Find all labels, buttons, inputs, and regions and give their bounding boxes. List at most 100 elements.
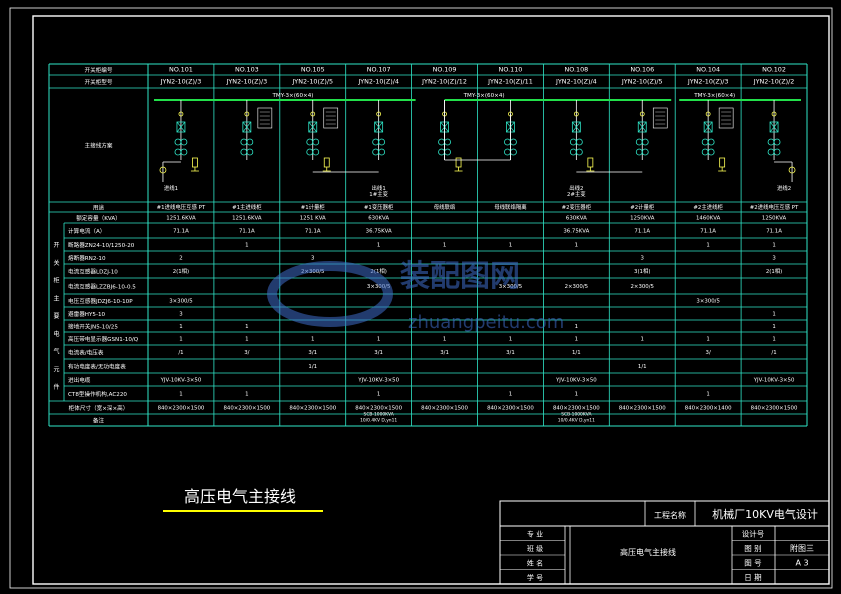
cell-size: 840×2300×1500 [158,406,205,412]
side-label-char: 电 [53,330,59,338]
cell-size: 840×2300×1500 [421,406,468,412]
arrester-symbol [719,157,726,168]
diagram-label: 进线2 [777,184,791,192]
row-label: 接地开关JN5-10/25 [68,323,118,331]
cell-size: 840×2300×1500 [619,406,666,412]
cell-cap: 1250KVA [762,216,787,222]
diagram-label: 2#主变 [567,190,586,198]
ct-coil [504,138,511,146]
ct-coil [641,138,649,146]
side-label-char: 主 [53,294,59,302]
ct-coil [372,148,380,156]
ct-coil [701,148,709,156]
side-label-char: 要 [53,313,59,320]
cell-no: NO.106 [630,66,654,74]
cell-es: 1 [245,324,248,330]
row-label: 电压互感器JDZJ6-10-10P [68,297,133,305]
cell-fuse: 3 [311,256,314,262]
cell-ind: 1 [706,337,709,343]
side-label-char: 柜 [53,277,59,285]
cell-model: JYN2-10(Z)/5 [291,78,333,86]
breaker-symbol [374,121,384,133]
cell-cap: 1250KVA [630,216,655,222]
watermark-logo-icon [267,261,393,327]
cell-no: NO.107 [367,66,391,74]
cell-cb: 1 [443,243,446,249]
cell-op: 1 [377,392,380,398]
cell-cb: 1 [509,243,512,249]
drawing-title: 高压电气主接线 [184,487,296,506]
arrester-symbol [192,157,198,168]
pt-symbol [159,166,167,174]
disconnect-contact [705,111,711,117]
ct-coil [312,148,320,156]
cell-fuse: 3 [641,256,644,262]
ct-coil [767,148,775,156]
tb-right-label: 图 别 [744,544,761,553]
diagram-label: 出线1 [372,184,386,192]
ct-coil [438,148,445,156]
cell-cap: 1251 KVA [300,216,326,222]
cell-size: 840×2300×1500 [553,406,600,412]
cell-use: #1变压器柜 [364,203,394,211]
diagram-label: 1#主变 [369,190,388,198]
row-label: 额定容量（KVA） [76,214,121,222]
row-label: 计算电流（A） [68,227,105,235]
side-label-char: 关 [53,259,59,267]
ct-coil [372,138,380,146]
arrester-symbol [455,157,462,168]
cell-use: #1进线电压互感 PT [157,203,206,211]
cell-ct1: 2(1相) [173,267,189,275]
breaker-cross [703,121,713,133]
cell-ct2: 2×300/5 [565,284,588,290]
row-label: 主接线方案 [85,142,113,150]
cell-cb: 1 [245,243,248,249]
cell-op: 1 [509,392,512,398]
cell-model: JYN2-10(Z)/2 [753,78,795,86]
cell-use: #1计量柜 [301,203,326,211]
ct-coil [240,138,248,146]
ct-coil [378,138,386,146]
ct-coil [701,138,709,146]
cell-no: NO.103 [235,66,259,74]
ct-coil [246,148,254,156]
cell-fuse: 3 [772,256,775,262]
ct-coil [246,138,254,146]
busbar-label: TMY-3×(60×4) [271,93,313,99]
breaker-symbol [637,121,647,133]
row-label: 避雷器HY5-10 [68,310,106,318]
cell-no: NO.105 [301,66,325,74]
cell-ind: 1 [575,337,578,343]
row-label: 柜体尺寸（宽×深×高） [69,404,129,412]
cell-cap: 630KVA [368,216,389,222]
row-label: 熔断器RN2-10 [68,254,106,262]
cell-cable: YJV-10KV-3×50 [555,378,597,384]
busbar-label: TMY-3×(60×4) [463,93,505,99]
cell-ind: 1 [311,337,314,343]
cell-vt: 3×300/5 [169,299,192,305]
breaker-symbol [769,121,779,133]
cell-kwh: 1/1 [638,364,647,370]
cell-ind: 1 [641,337,644,343]
cell-cur: 71.1A [634,229,650,235]
cell-es: 1 [772,324,775,330]
cell-size: 840×2300×1500 [223,406,270,412]
breaker-cross [374,121,383,133]
cell-meter: /1 [771,350,776,356]
watermark-brand: 装配图网 [400,259,520,294]
tb-center-title: 高压电气主接线 [620,547,676,557]
ct-coil [510,148,517,156]
cell-size: 840×2300×1500 [289,406,336,412]
cell-ct2: 2×300/5 [631,284,654,290]
diagram-label: 出线2 [569,184,583,192]
cell-op: 1 [706,392,709,398]
ct-coil [707,148,715,156]
cell-es: 1 [179,324,182,330]
meter-panel [652,107,668,129]
row-label: CT8型操作机构,AC220 [68,390,127,398]
busbar-label: TMY-3×(60×4) [693,93,735,99]
cell-cap: 1251.6KVA [232,216,262,222]
cell-meter: 1/1 [572,350,581,356]
cell-cb: 1 [575,243,578,249]
